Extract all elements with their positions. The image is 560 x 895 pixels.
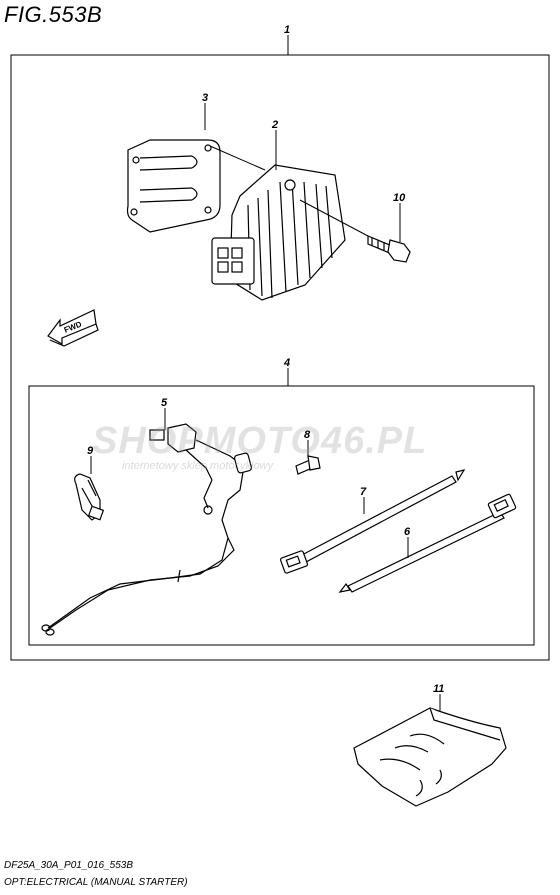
bag-part-11: [353, 707, 507, 807]
callout-7: 7: [360, 486, 367, 498]
bolt-part-10: [367, 235, 411, 263]
clamp-part-9: [74, 473, 105, 521]
screw-part-8: [295, 455, 321, 475]
callout-5: 5: [161, 397, 168, 409]
regulator-part-2: [211, 164, 346, 301]
callout-8: 8: [304, 429, 311, 441]
fwd-arrow-icon: [47, 309, 99, 347]
callout-6: 6: [404, 526, 411, 538]
footer-code: DF25A_30A_P01_016_553B: [4, 860, 133, 871]
watermark-subtext: internetowy sklep motocyklowy: [122, 460, 274, 472]
bracket-plate-part-3: [126, 139, 221, 233]
figure-title: FIG.553B: [4, 2, 103, 27]
callout-11: 11: [433, 683, 444, 695]
cable-tie-part-6: [338, 493, 517, 593]
footer-description: OPT:ELECTRICAL (MANUAL STARTER): [4, 877, 188, 888]
callout-4: 4: [283, 357, 290, 369]
callout-1: 1: [284, 24, 290, 36]
callout-2: 2: [271, 119, 278, 131]
watermark-text: SHOPMOTO46.PL: [92, 420, 428, 462]
callout-3: 3: [202, 92, 208, 104]
harness-part-5: [41, 423, 253, 636]
callout-9: 9: [87, 445, 94, 457]
cable-tie-part-7: [279, 469, 466, 574]
callout-10: 10: [393, 192, 406, 204]
group-frame-4: [28, 385, 535, 646]
group-frame-1: [10, 54, 550, 661]
